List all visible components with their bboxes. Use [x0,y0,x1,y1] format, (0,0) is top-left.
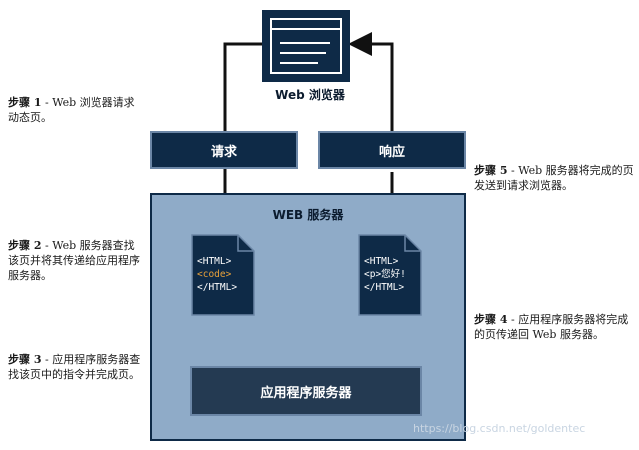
doc-right-line3: </HTML> [364,282,405,293]
doc-left-line1: <HTML> [197,256,232,267]
web-server-title: WEB 服务器 [272,208,344,222]
arrow-response-to-browser [348,32,394,131]
request-box: 请求 [150,131,298,169]
step-5-caption: 步骤 5 - Web 服务器将完成的页发送到请求浏览器。 [474,163,634,193]
step-2-prefix: 步骤 2 [8,239,42,252]
step-5-text: - Web 服务器将完成的页发送到请求浏览器。 [474,164,634,192]
watermark: https://blog.csdn.net/goldentec [413,422,586,435]
step-2-text: - Web 服务器查找该页并将其传递给应用程序服务器。 [8,239,140,282]
browser-window-icon [262,10,350,82]
step-4-text: - 应用程序服务器将完成的页传递回 Web 服务器。 [474,313,629,341]
request-label: 请求 [210,144,237,160]
doc-left-line2: <code> [197,269,232,280]
step-3-text: - 应用程序服务器查找该页中的指令并完成页。 [8,353,141,381]
step-1-caption: 步骤 1 - Web 浏览器请求动态页。 [8,95,143,125]
step-2-caption: 步骤 2 - Web 服务器查找该页并将其传递给应用程序服务器。 [8,238,143,283]
step-4-caption: 步骤 4 - 应用程序服务器将完成的页传递回 Web 服务器。 [474,312,632,342]
step-4-prefix: 步骤 4 [474,313,508,326]
step-3-prefix: 步骤 3 [8,353,42,366]
application-server-box: 应用程序服务器 [190,366,422,416]
doc-right-line1: <HTML> [364,256,399,267]
browser-label: Web 浏览器 [275,88,345,102]
response-label: 响应 [378,144,405,160]
response-box: 响应 [318,131,466,169]
step-1-text: - Web 浏览器请求动态页。 [8,96,135,124]
html-page-document-icon: <HTML> <p>您好! </HTML> [357,233,423,317]
doc-left-line3: </HTML> [197,282,238,293]
step-5-prefix: 步骤 5 [474,164,508,177]
step-1-prefix: 步骤 1 [8,96,42,109]
doc-right-line2: <p>您好! [364,269,406,280]
arrow-browser-to-request [223,42,262,131]
application-server-label: 应用程序服务器 [260,385,352,401]
html-code-document-icon: <HTML> <code> </HTML> [190,233,256,317]
step-3-caption: 步骤 3 - 应用程序服务器查找该页中的指令并完成页。 [8,352,143,382]
